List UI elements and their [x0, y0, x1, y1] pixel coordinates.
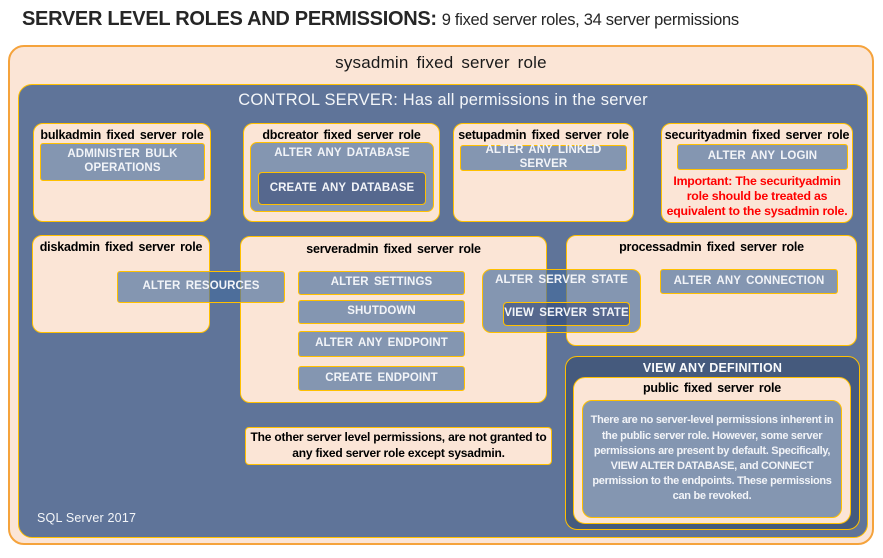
permission-alter-any-endpoint: ALTER ANY ENDPOINT: [298, 331, 465, 357]
permission-alter-any-login: ALTER ANY LOGIN: [677, 144, 848, 170]
footnote-box: The other server level permissions, are …: [245, 427, 552, 465]
processadmin-role-title: processadmin fixed server role: [619, 240, 804, 254]
bulkadmin-role-box: bulkadmin fixed server role ADMINISTER B…: [33, 123, 211, 222]
dbcreator-role-box: dbcreator fixed server role ALTER ANY DA…: [243, 123, 440, 222]
permission-view-server-state: VIEW SERVER STATE: [503, 302, 630, 326]
permission-shutdown: SHUTDOWN: [298, 300, 465, 324]
securityadmin-role-box: securityadmin fixed server role ALTER AN…: [661, 123, 853, 223]
page-title-sub: 9 fixed server roles, 34 server permissi…: [441, 11, 739, 29]
permission-create-any-database: CREATE ANY DATABASE: [258, 172, 426, 205]
diskadmin-role-title: diskadmin fixed server role: [39, 240, 203, 254]
public-role-note-text: There are no server-level permissions in…: [590, 414, 834, 503]
permission-alter-settings: ALTER SETTINGS: [298, 271, 465, 295]
serveradmin-role-box: serveradmin fixed server role ALTER SETT…: [240, 236, 547, 403]
page-title: SERVER LEVEL ROLES AND PERMISSIONS:9 fix…: [22, 8, 862, 31]
footer-version-label: SQL Server 2017: [37, 511, 137, 525]
sysadmin-role-title: sysadmin fixed server role: [335, 53, 547, 72]
bulkadmin-role-title: bulkadmin fixed server role: [40, 128, 204, 142]
footnote-text: The other server level permissions, are …: [250, 430, 547, 460]
permission-alter-resources: ALTER RESOURCES: [117, 271, 285, 303]
permission-create-endpoint: CREATE ENDPOINT: [298, 366, 465, 391]
setupadmin-role-title: setupadmin fixed server role: [458, 128, 629, 142]
permission-administer-bulk-operations: ADMINISTER BULK OPERATIONS: [40, 143, 205, 181]
page-title-main: SERVER LEVEL ROLES AND PERMISSIONS:: [22, 8, 437, 30]
dbcreator-role-title: dbcreator fixed server role: [262, 128, 421, 142]
public-role-note-box: There are no server-level permissions in…: [582, 400, 842, 518]
setupadmin-role-box: setupadmin fixed server role ALTER ANY L…: [453, 123, 634, 222]
serveradmin-role-title: serveradmin fixed server role: [306, 242, 481, 256]
permission-alter-any-connection: ALTER ANY CONNECTION: [660, 269, 838, 294]
permission-alter-server-state: ALTER SERVER STATE VIEW SERVER STATE: [482, 269, 641, 333]
permission-view-any-definition: VIEW ANY DEFINITION: [642, 361, 783, 375]
control-server-title: CONTROL SERVER: Has all permissions in t…: [238, 91, 648, 109]
public-role-box: public fixed server role There are no se…: [573, 377, 851, 524]
permission-alter-any-linked-server: ALTER ANY LINKED SERVER: [460, 144, 627, 171]
permission-alter-server-state-label: ALTER SERVER STATE: [495, 274, 628, 286]
public-role-title: public fixed server role: [642, 381, 782, 395]
view-any-definition-panel: VIEW ANY DEFINITION public fixed server …: [565, 356, 860, 530]
securityadmin-role-title: securityadmin fixed server role: [664, 128, 850, 142]
permission-alter-any-database-label: ALTER ANY DATABASE: [274, 147, 410, 159]
permission-alter-any-database: ALTER ANY DATABASE CREATE ANY DATABASE: [250, 142, 434, 212]
securityadmin-warning-text: Important: The securityadmin role should…: [666, 174, 848, 218]
